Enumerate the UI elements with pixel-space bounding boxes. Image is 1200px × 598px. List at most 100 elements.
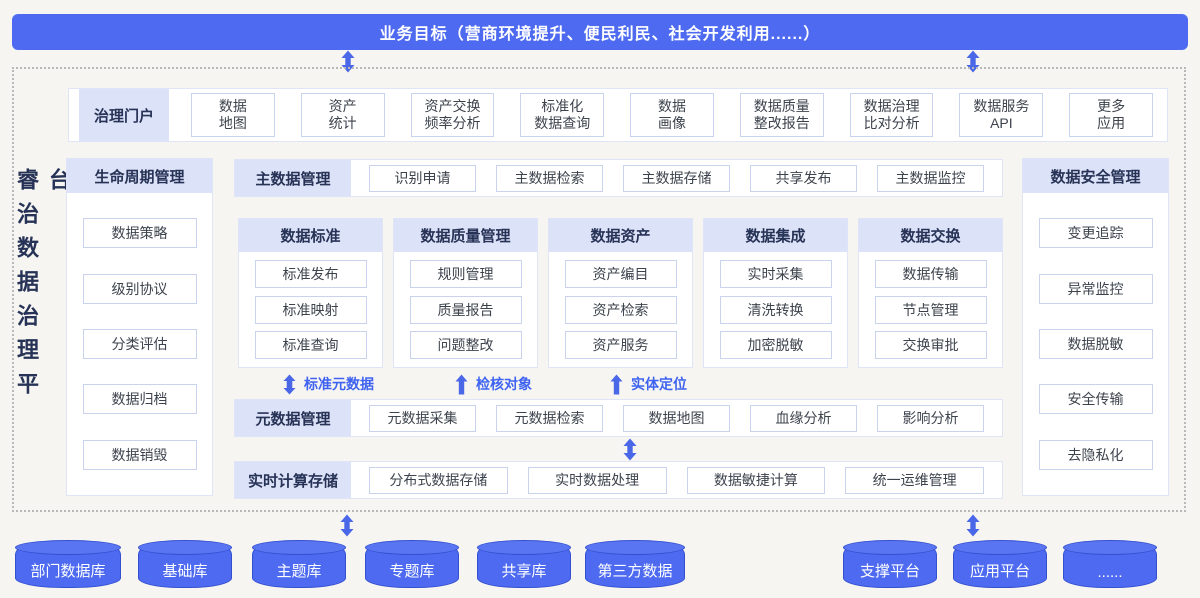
cylinder-top-ellipse (477, 540, 571, 555)
module-item: 加密脱敏 (719, 331, 832, 360)
security-item: 异常监控 (1038, 273, 1153, 304)
portal-items: 数据 地图 资产 统计 资产交换 频率分析 标准化 数据查询 数据 画像 数据质… (169, 93, 1167, 137)
master-data-item: 共享发布 (750, 164, 857, 192)
database-cylinder: 部门数据库 (15, 540, 121, 588)
database-cylinder: 主题库 (252, 540, 346, 588)
module-item: 资产检索 (564, 295, 677, 324)
cylinder-top-ellipse (843, 540, 937, 555)
portal-item: 数据质量 整改报告 (739, 93, 824, 137)
flow-entity-location: 实体定位 (610, 373, 687, 395)
database-label: 第三方数据 (597, 563, 673, 580)
metadata-item: 血缘分析 (750, 404, 857, 432)
realtime-storage-item: 数据敏捷计算 (686, 466, 826, 494)
up-down-arrow-icon (623, 438, 637, 461)
metadata-item: 影响分析 (877, 404, 984, 432)
module-data-quality: 数据质量管理 规则管理质量报告问题整改 (393, 218, 538, 368)
master-data-item: 识别申请 (369, 164, 476, 192)
lifecycle-items: 数据策略 级别协议 分类评估 数据归档 数据销毁 (67, 193, 212, 495)
metadata-items: 元数据采集 元数据检索 数据地图 血缘分析 影响分析 (351, 400, 1002, 436)
cylinder-top-ellipse (15, 540, 121, 555)
cylinder-top-ellipse (138, 540, 232, 555)
security-panel: 数据安全管理 变更追踪 异常监控 数据脱敏 安全传输 去隐私化 (1022, 158, 1169, 496)
business-goal-banner: 业务目标（营商环境提升、便民利民、社会开发利用......） (12, 14, 1188, 50)
datasource-strip: 部门数据库 基础库 主题库 专题库 共享库 第三方数据 (0, 540, 1200, 588)
flow-standard-metadata: 标准元数据 (283, 373, 374, 395)
module-item: 质量报告 (409, 295, 522, 324)
security-item: 安全传输 (1038, 384, 1153, 415)
database-cylinder: 共享库 (477, 540, 571, 588)
lifecycle-item: 级别协议 (82, 273, 197, 304)
metadata-row: 元数据管理 元数据采集 元数据检索 数据地图 血缘分析 影响分析 (234, 399, 1003, 437)
module-data-exchange: 数据交换 数据传输节点管理交换审批 (858, 218, 1003, 368)
cylinder-top-ellipse (365, 540, 459, 555)
database-label: 共享库 (501, 563, 547, 580)
module-item: 问题整改 (409, 331, 522, 360)
metadata-item: 数据地图 (623, 404, 730, 432)
realtime-storage-item: 统一运维管理 (845, 466, 984, 494)
security-panel-title: 数据安全管理 (1023, 159, 1168, 193)
module-title: 数据集成 (704, 219, 847, 252)
flow-label-text: 标准元数据 (304, 376, 374, 392)
portal-item: 数据 地图 (191, 93, 275, 137)
module-item: 节点管理 (874, 295, 987, 324)
portal-item: 资产 统计 (300, 93, 385, 137)
database-label: 部门数据库 (30, 563, 106, 580)
cylinder-top-ellipse (585, 540, 685, 555)
module-data-integration: 数据集成 实时采集清洗转换加密脱敏 (703, 218, 848, 368)
security-items: 变更追踪 异常监控 数据脱敏 安全传输 去隐私化 (1023, 193, 1168, 495)
lifecycle-panel-title: 生命周期管理 (67, 159, 212, 193)
module-item: 标准查询 (254, 331, 367, 360)
database-cylinder: 基础库 (138, 540, 232, 588)
module-item: 实时采集 (719, 259, 832, 288)
master-data-row: 主数据管理 识别申请 主数据检索 主数据存储 共享发布 主数据监控 (234, 159, 1003, 197)
up-down-arrow-icon (283, 374, 296, 394)
database-label: 基础库 (162, 563, 208, 580)
master-data-items: 识别申请 主数据检索 主数据存储 共享发布 主数据监控 (351, 160, 1002, 196)
module-title: 数据交换 (859, 219, 1002, 252)
database-cylinder: 专题库 (365, 540, 459, 588)
master-data-label: 主数据管理 (235, 160, 351, 196)
module-title: 数据质量管理 (394, 219, 537, 252)
portal-item: 标准化 数据查询 (520, 93, 605, 137)
lifecycle-item: 分类评估 (82, 328, 197, 359)
portal-item: 资产交换 频率分析 (410, 93, 495, 137)
master-data-item: 主数据检索 (496, 164, 603, 192)
security-item: 变更追踪 (1038, 218, 1153, 249)
master-data-item: 主数据存储 (623, 164, 730, 192)
module-item: 资产服务 (564, 331, 677, 360)
database-cylinder: ...... (1063, 540, 1157, 588)
module-item: 标准映射 (254, 295, 367, 324)
realtime-storage-label: 实时计算存储 (235, 462, 351, 498)
portal-item: 更多 应用 (1069, 93, 1154, 137)
portal-label: 治理门户 (79, 89, 169, 141)
realtime-storage-item: 实时数据处理 (527, 466, 667, 494)
up-arrow-icon (610, 374, 623, 394)
metadata-item: 元数据采集 (369, 404, 476, 432)
module-data-standard: 数据标准 标准发布标准映射标准查询 (238, 218, 383, 368)
metadata-label: 元数据管理 (235, 400, 351, 436)
module-item: 交换审批 (874, 331, 987, 360)
lifecycle-item: 数据归档 (82, 384, 197, 415)
module-item: 规则管理 (409, 259, 522, 288)
module-item: 标准发布 (254, 259, 367, 288)
realtime-storage-item: 分布式数据存储 (369, 466, 508, 494)
master-data-item: 主数据监控 (877, 164, 984, 192)
cylinder-top-ellipse (252, 540, 346, 555)
realtime-storage-row: 实时计算存储 分布式数据存储 实时数据处理 数据敏捷计算 统一运维管理 (234, 461, 1003, 499)
module-columns: 数据标准 标准发布标准映射标准查询 数据质量管理 规则管理质量报告问题整改 数据… (238, 218, 1003, 368)
portal-row: 治理门户 数据 地图 资产 统计 资产交换 频率分析 标准化 数据查询 数据 画… (68, 88, 1168, 142)
up-arrow-icon (455, 374, 468, 394)
security-item: 数据脱敏 (1038, 328, 1153, 359)
cylinder-top-ellipse (1063, 540, 1157, 555)
portal-item: 数据服务 API (959, 93, 1044, 137)
business-goal-title: 业务目标（营商环境提升、便民利民、社会开发利用......） (379, 26, 821, 43)
flow-label-text: 检核对象 (476, 376, 532, 392)
database-label: 应用平台 (969, 563, 1030, 580)
database-label: 支撑平台 (859, 563, 920, 580)
database-cylinder: 支撑平台 (843, 540, 937, 588)
module-item: 清洗转换 (719, 295, 832, 324)
up-down-arrow-icon (966, 514, 980, 537)
database-label: ...... (1097, 564, 1123, 581)
database-cylinder: 第三方数据 (585, 540, 685, 588)
flow-label-text: 实体定位 (631, 376, 687, 392)
